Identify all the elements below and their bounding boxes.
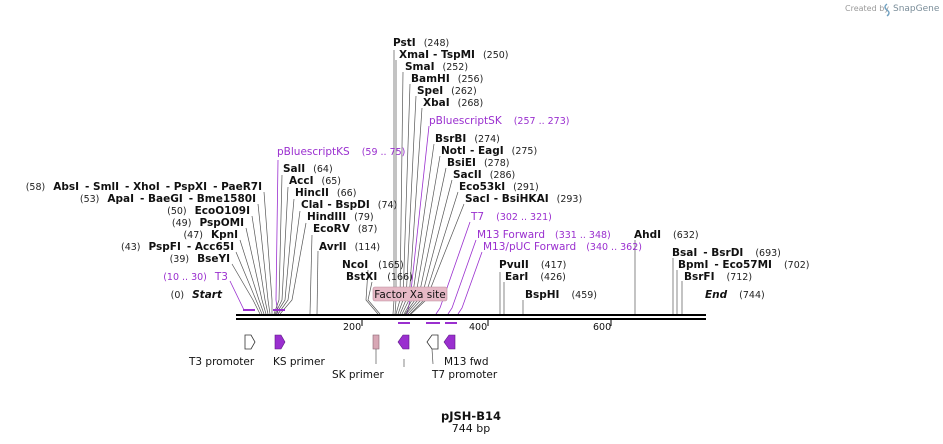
enzyme-label: SacII(286): [453, 169, 515, 181]
enzyme-label: AccI(65): [289, 175, 341, 187]
primer-label: M13/pUC Forward(340 .. 362): [483, 241, 642, 253]
feature-label: KS primer: [273, 356, 325, 368]
enzyme-label: SalI(64): [283, 163, 333, 175]
pointer-line: [263, 191, 273, 314]
pointer-line: [231, 263, 261, 315]
pointer-line: [447, 239, 477, 315]
enzyme-label: BsrBI(274): [435, 133, 500, 145]
start-label: (0)Start: [171, 289, 223, 301]
snapgene-logo-icon: [884, 3, 890, 17]
primer-bar: [445, 322, 457, 324]
primer-label: pBluescriptSK(257 .. 273): [429, 115, 569, 127]
pointer-line: [245, 227, 267, 315]
enzyme-label: XbaI(268): [423, 97, 483, 109]
enzyme-label: HincII(66): [295, 187, 356, 199]
plasmid-name: pJSH-B14: [441, 409, 501, 423]
sk-primer-box-icon: [372, 334, 380, 350]
enzyme-label: SmaI(252): [405, 61, 468, 73]
t7-promoter-arrow-icon: [426, 334, 439, 350]
enzyme-label: BsaI- BsrDI(693): [672, 247, 781, 259]
pointer-line: [277, 210, 301, 315]
primer-label: T7(302 .. 321): [470, 211, 552, 223]
t3-promoter-arrow-icon: [244, 334, 256, 350]
pointer-line: [275, 159, 279, 315]
ruler-label: 400: [469, 322, 487, 333]
enzyme-label: BpmI- Eco57MI(702): [678, 259, 810, 271]
enzyme-label: BsiEI(278): [447, 157, 509, 169]
pointer-line: [235, 251, 263, 315]
pointer-line: [367, 281, 381, 315]
enzyme-label: (50)EcoO109I: [167, 205, 250, 217]
enzyme-label: AvrII(114): [319, 241, 380, 253]
primer-label: (10 .. 30)T3: [163, 271, 228, 283]
enzyme-label: SacI- BsiHKAI(293): [465, 193, 582, 205]
factor-xa-site: Factor Xa site: [372, 286, 448, 302]
enzyme-label: PstI(248): [393, 37, 449, 49]
pointer-line: [229, 280, 245, 311]
enzyme-label: BsrFI(712): [684, 271, 752, 283]
primer-bar: [243, 309, 255, 311]
enzyme-label: BspHI(459): [525, 289, 597, 301]
feature-label: SK primer: [332, 369, 384, 381]
primer-label: M13 Forward(331 .. 348): [477, 229, 611, 241]
left-arrow-icon: [397, 334, 410, 350]
credit-text: Created by: [845, 4, 889, 13]
enzyme-label: HindIII(79): [307, 211, 374, 223]
pointer-line: [316, 250, 319, 315]
sequence-backbone: [236, 314, 706, 320]
enzyme-label: NotI- EagI(275): [441, 145, 537, 157]
enzyme-label: Eco53kI(291): [459, 181, 539, 193]
plasmid-length: 744 bp: [452, 422, 490, 435]
primer-label: pBluescriptKS(59 .. 75): [277, 146, 405, 158]
enzyme-label: SpeI(262): [417, 85, 477, 97]
pointer-line: [457, 251, 483, 315]
enzyme-label: EarI(426): [505, 271, 566, 283]
primer-bar: [398, 322, 410, 324]
pointer-line: [257, 203, 271, 315]
pointer-line: [435, 221, 471, 315]
pointer-line: [275, 198, 295, 315]
enzyme-label: (53)ApaI- BaeGI- Bme1580I: [80, 193, 256, 205]
primer-bar: [426, 322, 440, 324]
ruler-label: 600: [593, 322, 611, 333]
primer-bar: [273, 309, 285, 311]
primer-bars: [243, 309, 457, 324]
feature-label: T3 promoter: [188, 356, 255, 368]
pointer-line: [273, 174, 283, 315]
pointer-line: [251, 215, 269, 315]
enzyme-label: (39)BseYI: [170, 253, 230, 265]
feature-track: T3 promoter KS primer SK primer T7 promo…: [188, 334, 498, 381]
enzyme-label: PvuII(417): [499, 259, 566, 271]
ks-primer-arrow-icon: [274, 334, 286, 350]
ruler-label: 200: [343, 322, 361, 333]
pointer-line: [365, 269, 379, 315]
brand-name: SnapGene: [893, 4, 940, 14]
m13-fwd-arrow-icon: [443, 334, 456, 350]
enzyme-label: NcoI(165): [342, 259, 404, 271]
enzyme-label: ClaI- BspDI(74): [301, 199, 397, 211]
enzyme-label: XmaI- TspMI(250): [399, 49, 508, 61]
enzyme-label: (47)KpnI: [183, 229, 238, 241]
ruler: 200 400 600: [343, 320, 612, 333]
enzyme-label: (43)PspFI- Acc65I: [121, 241, 234, 253]
feature-label: T7 promoter: [431, 369, 498, 381]
enzyme-label: EcoRV(87): [313, 223, 377, 235]
factor-xa-label: Factor Xa site: [374, 289, 445, 301]
enzyme-label: (58)AbsI- SmlI- XhoI- PspXI- PaeR7I: [26, 181, 262, 193]
enzyme-label: BstXI(166): [346, 271, 413, 283]
pointer-line: [309, 234, 313, 315]
pointer-line: [431, 348, 434, 365]
enzyme-label: BamHI(256): [411, 73, 483, 85]
pointer-line: [239, 239, 265, 315]
enzyme-labels: PstI(248) XmaI- TspMI(250) SmaI(252) Bam…: [26, 37, 810, 301]
enzyme-label: AhdI(632): [634, 229, 699, 241]
feature-label: M13 fwd: [444, 356, 489, 368]
enzyme-label: (49)PspOMI: [172, 217, 244, 229]
end-label: End(744): [705, 289, 765, 301]
